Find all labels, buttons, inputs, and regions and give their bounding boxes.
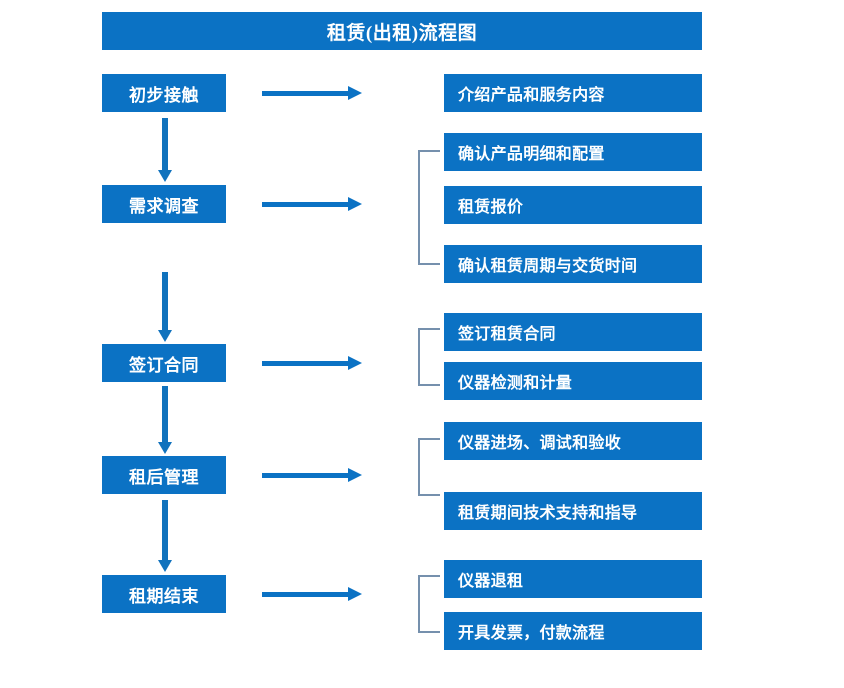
group-bracket-2 xyxy=(418,328,440,386)
detail-box-7[interactable]: 仪器进场、调试和验收 xyxy=(444,422,702,460)
detail-box-2[interactable]: 确认产品明细和配置 xyxy=(444,133,702,171)
detail-box-4[interactable]: 确认租赁周期与交货时间 xyxy=(444,245,702,283)
flow-arrow-down-4 xyxy=(158,500,172,572)
flow-arrow-down-2 xyxy=(158,272,172,342)
arrow-shaft xyxy=(162,500,168,560)
group-bracket-4 xyxy=(418,575,440,633)
stage-box-4[interactable]: 租后管理 xyxy=(102,456,226,494)
flow-arrow-right-2 xyxy=(262,197,362,211)
page-title: 租赁(出租)流程图 xyxy=(102,12,702,50)
stage-box-1[interactable]: 初步接触 xyxy=(102,74,226,112)
flow-arrow-right-5 xyxy=(262,587,362,601)
arrow-head-icon xyxy=(348,197,362,211)
arrow-head-icon xyxy=(158,330,172,342)
arrow-shaft xyxy=(262,361,350,366)
arrow-head-icon xyxy=(158,170,172,182)
arrow-head-icon xyxy=(348,587,362,601)
detail-box-8[interactable]: 租赁期间技术支持和指导 xyxy=(444,492,702,530)
group-bracket-3 xyxy=(418,438,440,496)
arrow-shaft xyxy=(262,91,350,96)
arrow-head-icon xyxy=(158,442,172,454)
arrow-head-icon xyxy=(348,86,362,100)
stage-box-2[interactable]: 需求调查 xyxy=(102,185,226,223)
stage-box-5[interactable]: 租期结束 xyxy=(102,575,226,613)
arrow-shaft xyxy=(262,592,350,597)
flow-arrow-down-3 xyxy=(158,386,172,454)
flow-arrow-down-1 xyxy=(158,118,172,182)
arrow-head-icon xyxy=(348,468,362,482)
detail-box-9[interactable]: 仪器退租 xyxy=(444,560,702,598)
group-bracket-1 xyxy=(418,150,440,265)
arrow-shaft xyxy=(162,386,168,442)
flow-arrow-right-1 xyxy=(262,86,362,100)
stage-box-3[interactable]: 签订合同 xyxy=(102,344,226,382)
arrow-head-icon xyxy=(158,560,172,572)
detail-box-3[interactable]: 租赁报价 xyxy=(444,186,702,224)
detail-box-6[interactable]: 仪器检测和计量 xyxy=(444,362,702,400)
flow-arrow-right-4 xyxy=(262,468,362,482)
arrow-shaft xyxy=(162,272,168,330)
arrow-shaft xyxy=(262,473,350,478)
detail-box-5[interactable]: 签订租赁合同 xyxy=(444,313,702,351)
arrow-head-icon xyxy=(348,356,362,370)
arrow-shaft xyxy=(162,118,168,170)
flow-arrow-right-3 xyxy=(262,356,362,370)
arrow-shaft xyxy=(262,202,350,207)
detail-box-1[interactable]: 介绍产品和服务内容 xyxy=(444,74,702,112)
detail-box-10[interactable]: 开具发票，付款流程 xyxy=(444,612,702,650)
